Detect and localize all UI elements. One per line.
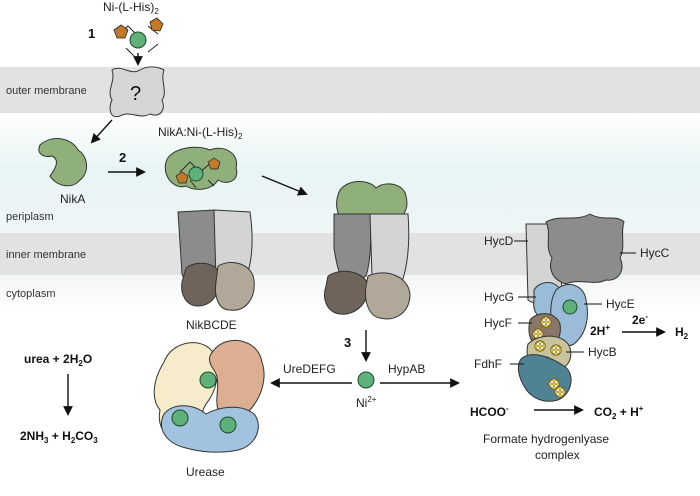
formate-hydrogenlyase-complex (517, 213, 625, 402)
hycf-label: HycF (484, 316, 512, 330)
urease-enzyme (153, 340, 265, 453)
protons-label: 2H+ (590, 323, 610, 338)
unknown-porin-mark: ? (130, 83, 141, 105)
hycg-label: HycG (484, 290, 514, 304)
nikabcde-complex (324, 181, 411, 320)
urease-label: Urease (186, 465, 225, 479)
step-2-number: 2 (119, 150, 126, 165)
ni-ion-label: Ni2+ (356, 395, 377, 410)
hycc-label: HycC (640, 246, 670, 260)
periplasm-label: periplasm (6, 211, 54, 223)
hycc-subunit (545, 213, 625, 285)
formate-products: CO2 + H+ (594, 404, 644, 421)
nika-protein (38, 138, 87, 187)
nika-label: NikA (60, 192, 85, 206)
outer-membrane-band (0, 67, 700, 113)
step-3-number: 3 (344, 335, 351, 350)
ni-atom-icon (562, 299, 578, 315)
step-1-number: 1 (88, 26, 95, 41)
his-pentagon-icon (207, 157, 221, 170)
nikbcde-label: NikBCDE (186, 318, 237, 332)
fhl-title-line1: Formate hydrogenlyase (483, 432, 609, 446)
hycd-label: HycD (484, 234, 514, 248)
cytoplasm-label: cytoplasm (6, 288, 56, 300)
urea-reactants: urea + 2H2O (24, 352, 92, 368)
h2-product: H2 (675, 325, 689, 341)
nika-ni-his-complex (164, 146, 238, 190)
ni-his-complex (113, 17, 164, 57)
urea-products: 2NH3 + H2CO3 (20, 429, 98, 445)
electrons-label: 2e- (632, 312, 648, 327)
his-pentagon-icon (113, 24, 129, 39)
ni-atom-icon (188, 166, 204, 182)
outer-membrane-label: outer membrane (6, 85, 87, 97)
uredefg-label: UreDEFG (283, 362, 336, 376)
formate-label: HCOO- (470, 404, 509, 419)
ni-his-label: Ni-(L-His)2 (103, 0, 159, 16)
fdhf-label: FdhF (474, 357, 502, 371)
ni-atom-icon (129, 31, 147, 49)
outer-membrane-porin (109, 66, 165, 118)
ni-atom-icon (219, 416, 237, 434)
ni-atom-icon (171, 409, 189, 427)
his-pentagon-icon (149, 17, 164, 32)
his-pentagon-icon (175, 171, 189, 184)
inner-membrane-label: inner membrane (6, 249, 86, 261)
ni-ion-icon (357, 371, 375, 389)
fhl-title-line2: complex (535, 448, 580, 462)
ni-atom-icon (199, 371, 217, 389)
nikbcde-transporter (177, 209, 255, 311)
nika-complex-label: NikA:Ni-(L-His)2 (158, 125, 243, 141)
hycb-label: HycB (588, 345, 617, 359)
hyce-label: HycE (606, 297, 635, 311)
hypab-label: HypAB (388, 362, 425, 376)
